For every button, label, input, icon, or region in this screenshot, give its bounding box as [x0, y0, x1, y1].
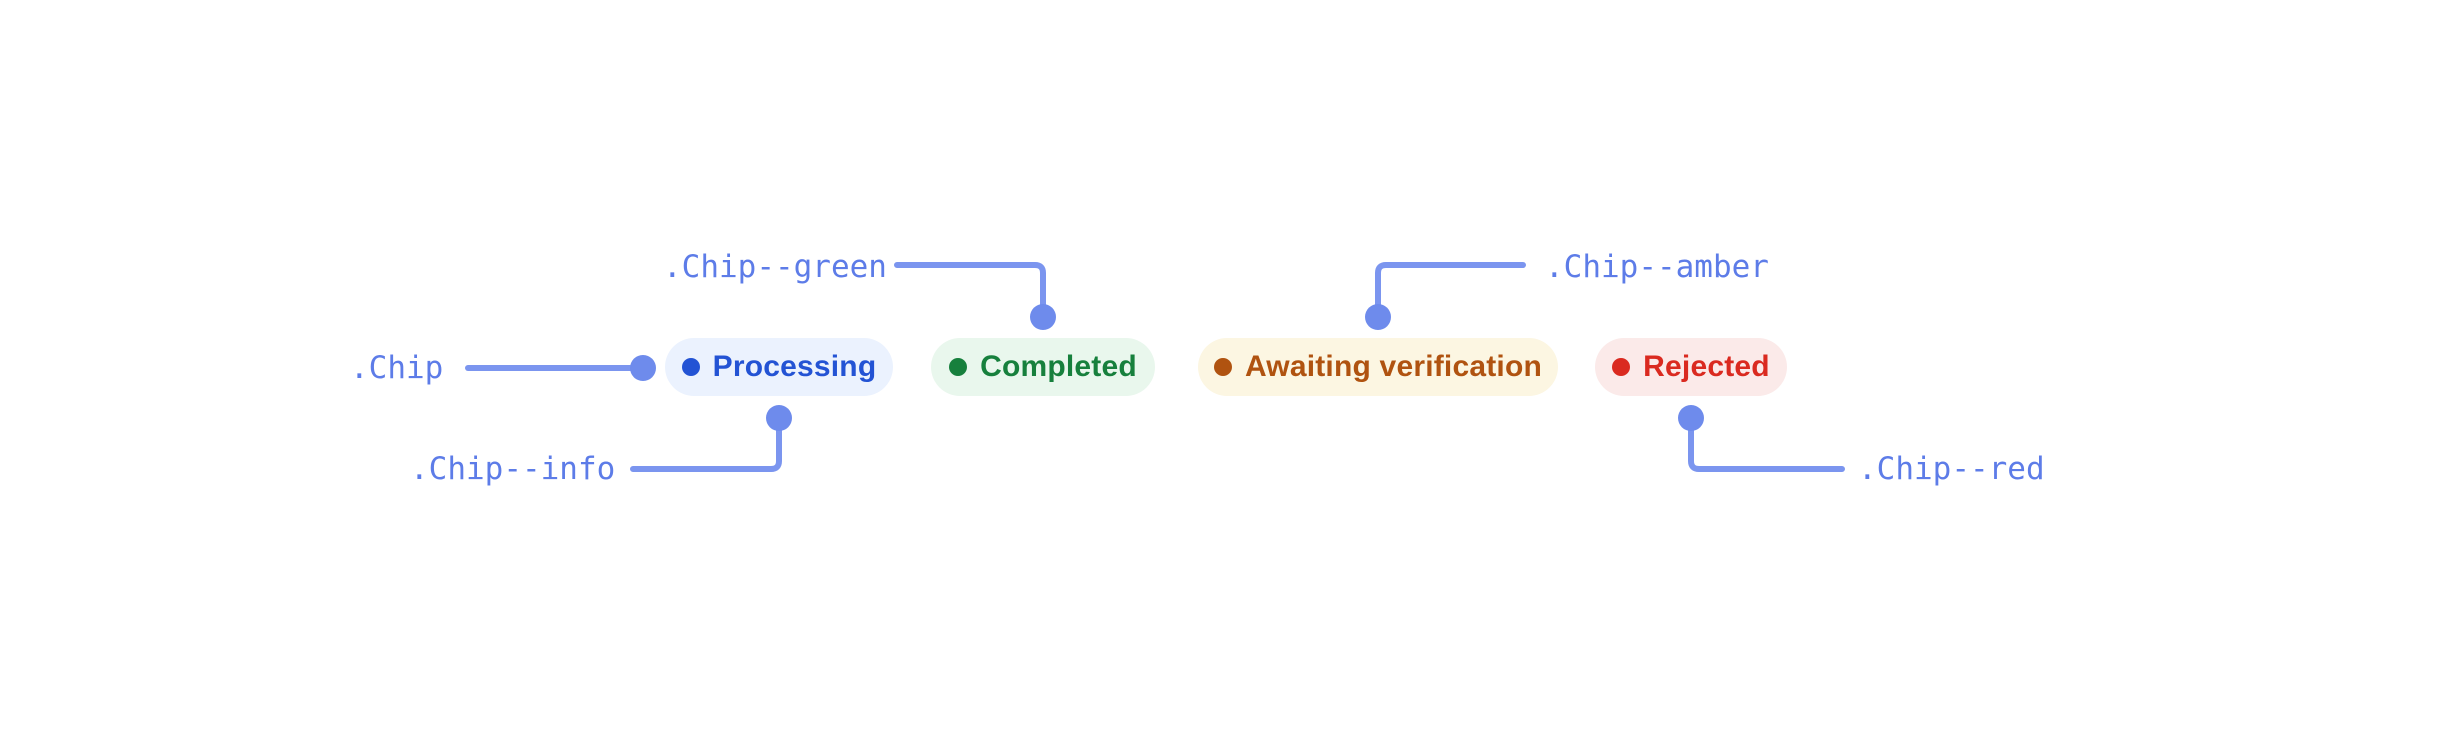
chip-label: Completed	[980, 350, 1137, 383]
connector-endpoint-dot-chip-info	[766, 405, 792, 431]
chip-awaiting-verification: Awaiting verification	[1198, 338, 1558, 396]
class-label-chip-info: .Chip--info	[410, 451, 616, 487]
status-dot-icon	[949, 358, 968, 376]
chip-label: Rejected	[1643, 350, 1770, 383]
class-label-chip-green: .Chip--green	[663, 249, 887, 285]
status-dot-icon	[681, 358, 700, 376]
chip-processing: Processing	[665, 338, 893, 396]
class-label-chip-amber: .Chip--amber	[1545, 249, 1769, 285]
connector-line-chip-amber	[1375, 262, 1526, 320]
connector-endpoint-dot-chip-base	[630, 355, 656, 381]
chip-label: Processing	[712, 350, 877, 383]
connector-line-chip-green	[894, 262, 1046, 320]
class-label-chip-red: .Chip--red	[1858, 451, 2045, 487]
chip-completed: Completed	[931, 338, 1155, 396]
status-dot-icon	[1612, 358, 1631, 376]
class-label-chip-base: .Chip	[350, 350, 444, 386]
chip-rejected: Rejected	[1595, 338, 1787, 396]
chip-label: Awaiting verification	[1244, 350, 1543, 383]
connector-line-chip-red	[1688, 415, 1845, 472]
connector-line-chip-info	[630, 415, 782, 472]
connector-endpoint-dot-chip-green	[1030, 304, 1056, 330]
connector-endpoint-dot-chip-amber	[1365, 304, 1391, 330]
status-dot-icon	[1213, 358, 1232, 376]
connector-endpoint-dot-chip-red	[1678, 405, 1704, 431]
